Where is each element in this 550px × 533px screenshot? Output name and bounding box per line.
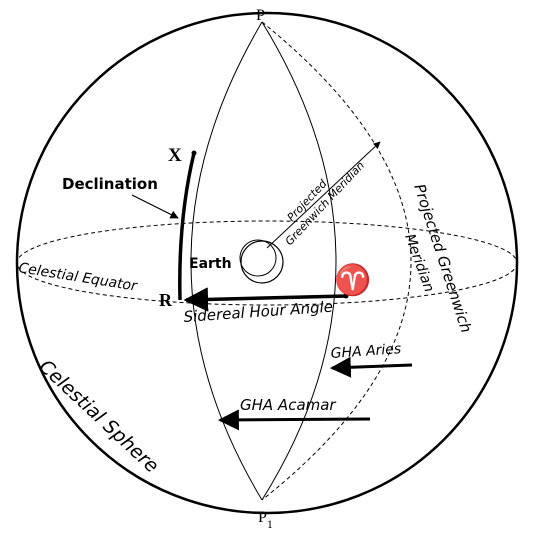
declination-arc bbox=[178, 152, 196, 301]
star-point-x bbox=[191, 150, 197, 156]
gha-acamar-arrow bbox=[217, 409, 371, 431]
celestial-equator-ellipse bbox=[16, 220, 518, 306]
sidereal-hour-angle-arrow bbox=[183, 287, 347, 312]
label-gha-aries: GHA Aries bbox=[330, 341, 401, 362]
label-earth: Earth bbox=[189, 256, 232, 272]
meridian-left bbox=[190, 21, 263, 501]
label-celestial-sphere: Celestial Sphere bbox=[35, 356, 163, 478]
earth-circle bbox=[240, 240, 284, 284]
label-aries-symbol: ♈ bbox=[334, 262, 371, 297]
aries-point bbox=[343, 293, 349, 299]
label-celestial-equator: Celestial Equator bbox=[17, 260, 139, 295]
label-star-r: R bbox=[159, 290, 173, 310]
label-star-x: X bbox=[168, 145, 182, 166]
earth-inner-circle bbox=[239, 239, 277, 277]
projected-greenwich-meridian bbox=[261, 21, 412, 501]
label-gha-acamar: GHA Acamar bbox=[240, 396, 336, 414]
meridian-right bbox=[261, 21, 337, 501]
gha-aries-arrow bbox=[329, 356, 413, 378]
declination-pointer-arrow bbox=[131, 194, 179, 219]
label-north-pole: P bbox=[256, 7, 265, 24]
projected-meridian-arrow bbox=[266, 141, 381, 249]
label-south-pole: P1 bbox=[258, 509, 273, 531]
label-declination: Declination bbox=[62, 175, 158, 193]
label-south-pole-subscript: 1 bbox=[267, 517, 273, 531]
label-sidereal-hour-angle: Sidereal Hour Angle bbox=[183, 298, 333, 326]
